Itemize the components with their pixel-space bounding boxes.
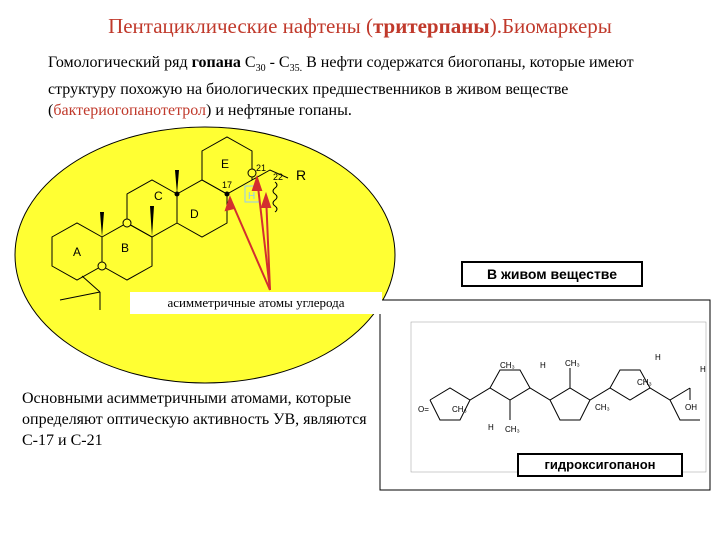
ring-1-bottom [429, 399, 471, 421]
ch3-label-2: CH₃ [452, 405, 467, 414]
ring-4-top [609, 369, 651, 389]
atom-17-label: 17 [222, 180, 232, 190]
ch3-label-4: CH₃ [565, 359, 580, 368]
side-chain [251, 169, 289, 181]
gem-methyl-1 [81, 275, 101, 293]
dot-c14 [174, 191, 180, 197]
ring-3-bottom [549, 399, 591, 421]
intro-text-5: ) и нефтяные гопаны. [206, 102, 352, 120]
live-matter-label: В живом веществе [461, 261, 643, 287]
dot-c17 [224, 191, 230, 197]
ring-2-top [489, 369, 531, 389]
arrowhead-3 [260, 191, 272, 208]
methyl-wedges [100, 170, 179, 237]
red-arrows [224, 174, 272, 291]
ring-b-label: B [121, 241, 129, 255]
asymmetric-atoms-label: асимметричные атомы углерода [130, 292, 382, 314]
intro-bold-hopane: гопана [191, 54, 241, 71]
intro-text-3: - С [265, 54, 290, 71]
hydroxyhopanone-structure [429, 368, 700, 421]
oh-label: OH [685, 403, 697, 412]
arrow-to-c21 [256, 177, 271, 291]
title-bold: тритерпаны [372, 14, 490, 38]
backbone-top [429, 387, 691, 401]
wedge-2 [150, 206, 154, 237]
main-asymmetric-atoms-text: Основными асимметричными атомами, которы… [22, 390, 367, 449]
ring-5-bottom [669, 399, 700, 421]
ch3-label-3: CH₃ [505, 425, 520, 434]
intro-red-term: бактериогопанотетрол [53, 102, 207, 120]
ring-e-label: E [221, 157, 229, 171]
gem-methyl-2 [59, 291, 101, 301]
ring-a-label: A [73, 245, 81, 259]
h-marker-1 [122, 218, 132, 228]
ring-c-label: C [154, 189, 163, 203]
intro-text-1: Гомологический ряд [48, 54, 192, 71]
ketone-label: O= [418, 405, 429, 414]
stereo-markers [97, 168, 257, 271]
intro-text-2: С [240, 54, 256, 71]
slide-title: Пентациклические нафтены (тритерпаны).Би… [0, 14, 720, 39]
molecule-image [410, 321, 707, 473]
wedge-1 [100, 212, 104, 237]
intro-paragraph: Гомологический ряд гопана С30 - С35. В н… [48, 52, 698, 121]
atom-22-label: 22 [273, 172, 283, 182]
h-marker-2 [97, 261, 107, 271]
r-group-label: R [296, 167, 306, 183]
title-part2: ).Биомаркеры [489, 14, 612, 38]
ch3-label-1: CH₃ [500, 361, 515, 370]
arrow-to-c22 [265, 194, 271, 291]
h-box-label: H [248, 191, 255, 202]
wedge-3 [175, 170, 179, 194]
h-marker-3 [247, 168, 257, 178]
molecule-labels: O= CH₃ CH₃ CH₃ CH₃ CH₃ CH₃ H H H H OH [418, 353, 706, 434]
ch3-label-6: CH₃ [637, 378, 652, 387]
atom-21-label: 21 [256, 163, 266, 173]
arrowhead-2 [251, 174, 263, 191]
hydroxyhopanone-label: гидроксигопанон [517, 453, 683, 477]
intro-text-4: В нефти содержатся биогопаны, которые им… [48, 54, 634, 120]
title-part1: Пентациклические нафтены ( [108, 14, 373, 38]
arrow-to-c17 [229, 197, 271, 291]
intro-sub-35: 35. [289, 63, 303, 75]
h-label-3: H [655, 353, 661, 362]
h-label-4: H [700, 365, 706, 374]
h-label-2: H [540, 361, 546, 370]
wavy-bond [272, 181, 278, 213]
ch3-label-5: CH₃ [595, 403, 610, 412]
arrowhead-1 [224, 195, 236, 212]
yellow-ellipse [14, 126, 396, 384]
h-label-1: H [488, 423, 494, 432]
intro-sub-30: 30 [255, 63, 266, 75]
ring-d-label: D [190, 207, 199, 221]
